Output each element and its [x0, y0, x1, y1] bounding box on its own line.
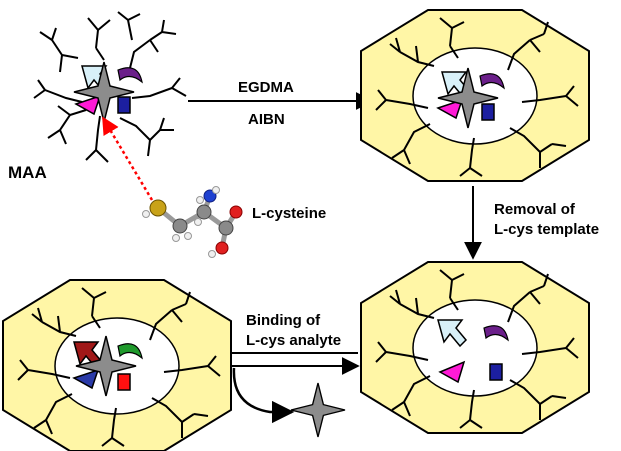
rebound-analyte-polymer [2, 279, 232, 451]
magenta-triangle-icon [436, 98, 464, 120]
release-curve-arrow [232, 367, 295, 424]
egdma-label: EGDMA [238, 79, 294, 96]
binding-label-line2: L-cys analyte [246, 332, 341, 349]
magenta-triangle-icon [438, 360, 466, 384]
purple-crescent-icon [479, 73, 505, 90]
purple-crescent-icon [483, 325, 509, 342]
removal-label-line1: Removal of [494, 201, 576, 218]
maa-label: MAA [8, 163, 47, 182]
empty-cavity-polymer [360, 261, 590, 434]
polymer-cavity [412, 299, 538, 397]
imprinted-polymer [360, 9, 590, 182]
dashed-template-arrow [101, 116, 154, 201]
blue-square-icon [489, 363, 503, 381]
l-cysteine-label: L-cysteine [252, 205, 326, 222]
removal-label-line2: L-cys template [494, 221, 599, 238]
binding-label-line1: Binding of [246, 312, 321, 329]
blue-square-icon [481, 103, 495, 121]
green-crescent-icon [117, 343, 143, 360]
red-square-icon [117, 373, 131, 391]
purple-crescent-icon [117, 67, 143, 84]
l-cysteine-molecule [142, 186, 243, 258]
released-template-star-icon [290, 382, 346, 438]
light-blue-arrow-icon [437, 319, 468, 348]
pre-polymerization-complex [33, 11, 187, 163]
blue-triangle-icon [72, 368, 100, 390]
maa-monomers [33, 11, 187, 163]
magenta-triangle-icon [74, 94, 102, 116]
blue-square-icon [117, 96, 131, 114]
aibn-label: AIBN [248, 111, 285, 128]
